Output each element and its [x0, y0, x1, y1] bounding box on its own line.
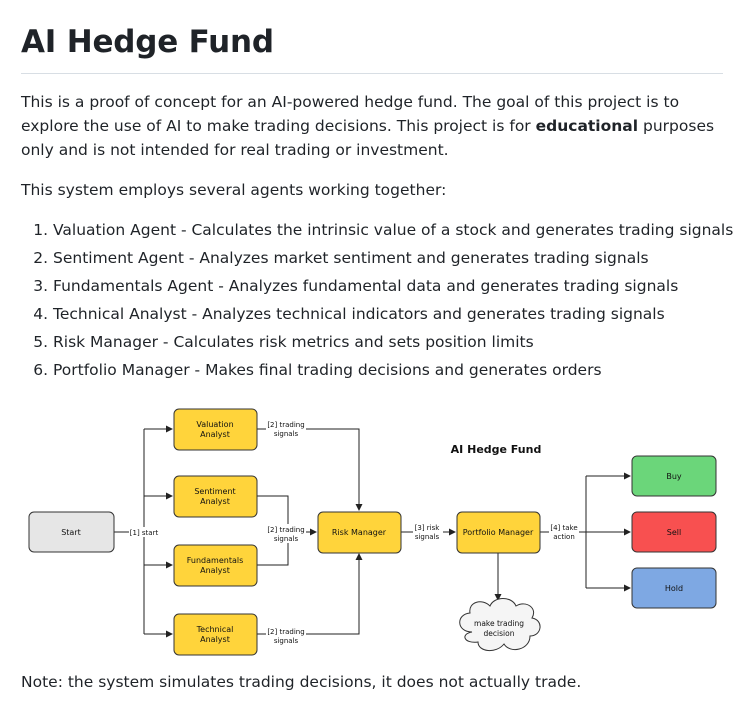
agents-intro: This system employs several agents worki…: [21, 181, 447, 199]
diagram-title: AI Hedge Fund: [451, 443, 542, 456]
sell-node: Sell: [631, 511, 717, 553]
intro-bold: educational: [535, 117, 639, 135]
list-item: Technical Analyst - Analyzes technical i…: [53, 302, 736, 326]
list-item: Sentiment Agent - Analyzes market sentim…: [53, 246, 736, 270]
note-paragraph: Note: the system simulates trading decis…: [21, 673, 582, 691]
list-item: Portfolio Manager - Makes final trading …: [53, 358, 736, 382]
list-item: Fundamentals Agent - Analyzes fundamenta…: [53, 274, 736, 298]
agents-list: Valuation Agent - Calculates the intrins…: [21, 218, 736, 386]
title-divider: [21, 73, 723, 74]
fundamentals-label-1: Fundamentals: [187, 556, 244, 565]
action-edge-label-2: action: [553, 533, 575, 541]
signal-edge-label-mid-1: [2] trading: [267, 526, 304, 534]
sentiment-label-1: Sentiment: [194, 487, 235, 496]
risk-edge-label-1: [3] risk: [415, 524, 441, 532]
hold-label: Hold: [665, 584, 683, 593]
start-edge-label: [1] start: [130, 529, 159, 537]
start-node: Start: [28, 511, 115, 553]
action-edge-label-1: [4] take: [550, 524, 577, 532]
signal-edge-label-top-1: [2] trading: [267, 421, 304, 429]
valuation-label-1: Valuation: [196, 420, 233, 429]
edge-labels: [1] start [2] trading signals [2] tradin…: [129, 419, 579, 645]
list-item: Risk Manager - Calculates risk metrics a…: [53, 330, 736, 354]
page-title: AI Hedge Fund: [21, 24, 274, 60]
technical-label-2: Analyst: [200, 635, 230, 644]
sentiment-label-2: Analyst: [200, 497, 230, 506]
fundamentals-analyst-node: Fundamentals Analyst: [173, 544, 258, 587]
sell-label: Sell: [667, 528, 681, 537]
signal-edge-label-bottom-1: [2] trading: [267, 628, 304, 636]
start-label: Start: [61, 528, 81, 537]
valuation-analyst-node: Valuation Analyst: [173, 408, 258, 451]
decision-label-1: make trading: [474, 619, 524, 628]
risk-manager-label: Risk Manager: [332, 528, 387, 537]
intro-text-start: This is a proof of concept for an AI-pow…: [21, 93, 680, 135]
signal-edge-label-bottom-2: signals: [274, 637, 299, 645]
buy-node: Buy: [631, 455, 717, 497]
signal-edge-label-mid-2: signals: [274, 535, 299, 543]
signal-edge-label-top-2: signals: [274, 430, 299, 438]
list-item: Valuation Agent - Calculates the intrins…: [53, 218, 736, 242]
technical-analyst-node: Technical Analyst: [173, 613, 258, 656]
risk-manager-node: Risk Manager: [317, 511, 402, 554]
decision-cloud: make trading decision: [459, 598, 541, 651]
valuation-label-2: Analyst: [200, 430, 230, 439]
sentiment-analyst-node: Sentiment Analyst: [173, 475, 258, 518]
technical-label-1: Technical: [196, 625, 234, 634]
architecture-diagram: AI Hedge Fund Start: [28, 408, 717, 656]
hold-node: Hold: [631, 567, 717, 609]
portfolio-manager-label: Portfolio Manager: [463, 528, 534, 537]
decision-label-2: decision: [484, 629, 515, 638]
risk-edge-label-2: signals: [415, 533, 440, 541]
portfolio-manager-node: Portfolio Manager: [456, 511, 541, 554]
intro-paragraph: This is a proof of concept for an AI-pow…: [21, 90, 726, 162]
buy-label: Buy: [666, 472, 682, 481]
intro-text-end: purposes only and is not intended for re…: [21, 117, 715, 159]
fundamentals-label-2: Analyst: [200, 566, 230, 575]
